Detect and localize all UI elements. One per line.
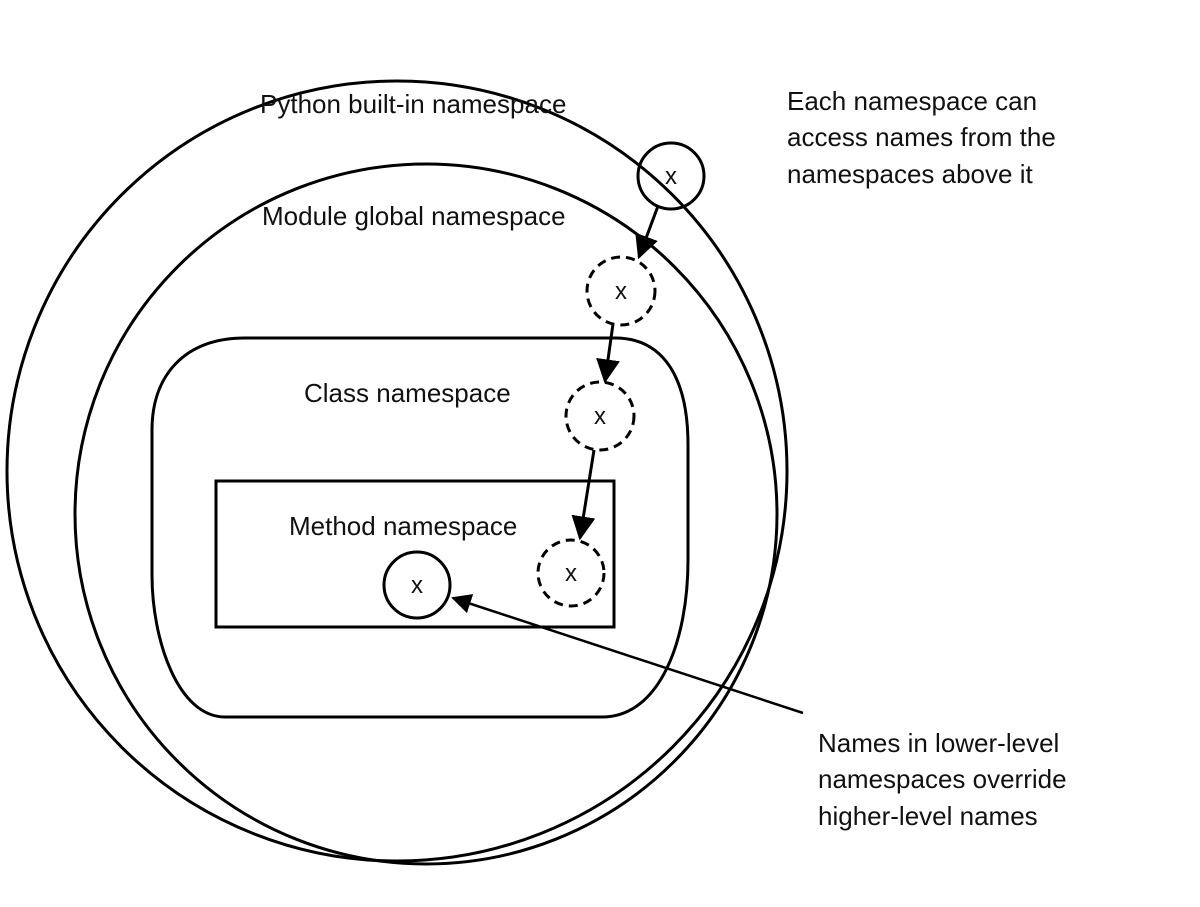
builtin-namespace-boundary <box>5 79 789 863</box>
module-x-node: x <box>585 255 657 327</box>
override-note-line-1: Names in lower-level <box>818 728 1059 758</box>
method-x-label: x <box>411 572 423 599</box>
override-pointer-arrow <box>451 594 804 715</box>
arrow-module-to-class <box>596 323 620 384</box>
access-note-line-1: Each namespace can <box>787 86 1037 116</box>
override-note-line-3: higher-level names <box>818 801 1038 831</box>
access-note-line-3: namespaces above it <box>787 159 1033 189</box>
module-namespace-boundary <box>73 162 779 866</box>
arrow-builtin-to-module <box>635 205 660 260</box>
method-x-node: x <box>382 550 452 620</box>
method-x-dashed-label: x <box>565 560 577 587</box>
builtin-namespace-label: Python built-in namespace <box>260 89 566 119</box>
module-x-label: x <box>615 278 627 305</box>
builtin-x-node: x <box>636 141 706 211</box>
override-note: Names in lower-level namespaces override… <box>818 728 1074 831</box>
class-x-label: x <box>594 403 606 430</box>
access-note: Each namespace can access names from the… <box>787 86 1063 189</box>
override-note-line-2: namespaces override <box>818 764 1067 794</box>
method-namespace-boundary <box>214 479 616 629</box>
builtin-x-label: x <box>665 163 677 190</box>
arrow-class-to-method <box>571 449 596 541</box>
method-namespace-label: Method namespace <box>289 511 517 541</box>
class-namespace-boundary <box>150 336 690 719</box>
method-x-dashed-node: x <box>536 538 606 608</box>
class-x-node: x <box>564 380 636 452</box>
class-namespace-label: Class namespace <box>304 378 511 408</box>
access-note-line-2: access names from the <box>787 122 1056 152</box>
module-namespace-label: Module global namespace <box>262 201 566 231</box>
